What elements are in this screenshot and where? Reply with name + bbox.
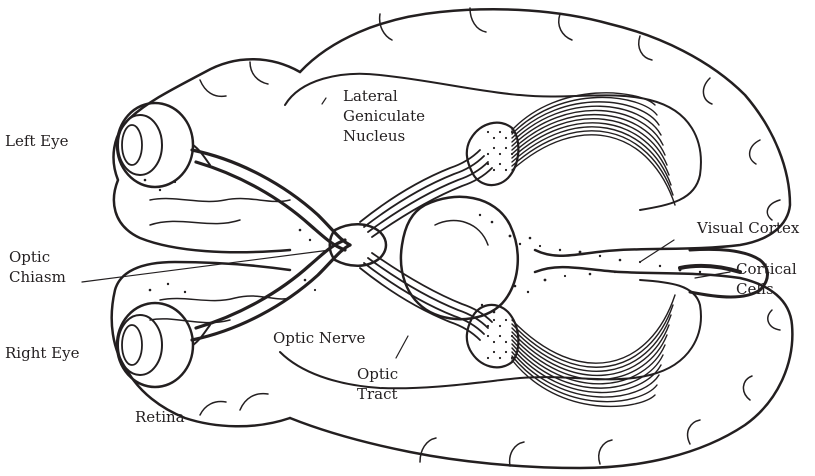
lgn-synapse-dot: [505, 147, 507, 149]
radiation-fiber-upper: [512, 119, 667, 165]
lgn-synapse-dot: [505, 319, 507, 321]
radiation-fiber-lower: [512, 335, 667, 380]
lgn-synapse-dot: [499, 335, 501, 337]
radiation-fiber-lower: [512, 325, 669, 375]
optic-chiasm-label: Optic Chiasm: [9, 247, 66, 287]
optic-chiasm-label-line1: Optic: [9, 247, 66, 267]
optic-tract-label-line2: Tract: [357, 384, 398, 404]
lgn-synapse-dot: [487, 163, 489, 165]
right-eye-label: Right Eye: [5, 343, 79, 363]
lgn-synapse-dot: [493, 351, 495, 353]
lgn-synapse-dot: [493, 341, 495, 343]
lgn-synapse-dot: [487, 335, 489, 337]
leader-lgn: [322, 98, 326, 104]
lgn-synapse-dot: [511, 153, 513, 155]
optic-chiasm: [330, 224, 386, 266]
lgn-synapse-dot: [487, 131, 489, 133]
lgn-synapse-dot: [487, 357, 489, 359]
lgn-synapse-dot: [511, 357, 513, 359]
lgn-synapse-dot: [493, 169, 495, 171]
optic-tract-label: Optic Tract: [357, 364, 398, 404]
lgn-synapse-dot: [493, 147, 495, 149]
lgn-label-line3: Nucleus: [343, 126, 425, 146]
lgn-synapse-dot: [505, 341, 507, 343]
lgn-synapse-dot: [499, 357, 501, 359]
cortical-cells-edge: [680, 266, 740, 272]
brainstem-inner: [435, 221, 488, 245]
lgn-synapse-dot: [511, 335, 513, 337]
lgn-synapse-dot: [493, 319, 495, 321]
cortical-cells-label: Cortical Cells: [736, 259, 797, 299]
lgn-label-line2: Geniculate: [343, 106, 425, 126]
cortical-cells-label-line2: Cells: [736, 279, 797, 299]
left-eye-label: Left Eye: [5, 131, 69, 151]
retina-label: Retina: [135, 407, 185, 427]
lgn-synapse-dot: [487, 153, 489, 155]
optic-tract-lower: [360, 253, 492, 340]
lgn-label-line1: Lateral: [343, 86, 425, 106]
lateral-geniculate-nucleus-label: Lateral Geniculate Nucleus: [343, 86, 425, 146]
lgn-synapse-dot: [505, 137, 507, 139]
cortical-cells-label-line1: Cortical: [736, 259, 797, 279]
optic-nerve-label: Optic Nerve: [273, 328, 365, 348]
lgn-synapse-dot: [499, 153, 501, 155]
lgn-synapse-dot: [505, 351, 507, 353]
gyri-folds: [150, 8, 780, 466]
lgn-synapse-dot: [499, 325, 501, 327]
lgn-synapse-dot: [511, 131, 513, 133]
optic-nerves: [192, 150, 350, 340]
leader-optic-tract: [396, 336, 408, 358]
right-frontal-lobe-outline: [112, 262, 290, 426]
brainstem: [401, 197, 518, 319]
lgn-synapse-dot: [505, 169, 507, 171]
visual-cortex-label: Visual Cortex: [697, 218, 799, 238]
leader-optic-chiasm: [82, 250, 330, 282]
lgn-synapse-dot: [499, 163, 501, 165]
optic-tract-label-line1: Optic: [357, 364, 398, 384]
lgn-synapse-dot: [493, 137, 495, 139]
optic-chiasm-label-line2: Chiasm: [9, 267, 66, 287]
leader-visual-cortex: [640, 240, 674, 262]
optic-tract-upper: [360, 150, 492, 237]
lgn-synapse-dot: [499, 131, 501, 133]
lgn-synapse-dot: [487, 325, 489, 327]
